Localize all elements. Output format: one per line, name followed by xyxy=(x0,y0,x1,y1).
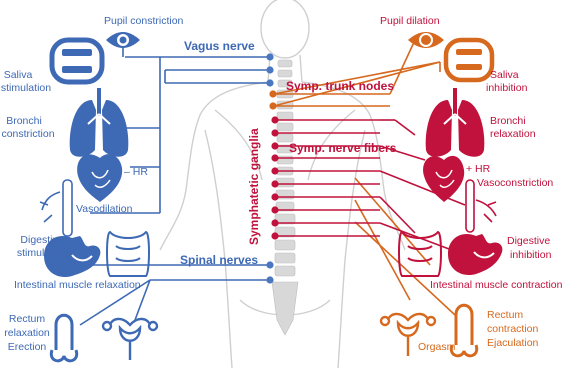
rectum-label-line2: contraction xyxy=(487,323,539,335)
intestinal-relaxation-label: Intestinal muscle relaxation xyxy=(14,279,141,291)
digestive-label-line2: inhibition xyxy=(510,249,552,261)
rectum-label-line2: relaxation xyxy=(4,327,50,339)
digestive-label-line1: Digestive xyxy=(20,234,63,246)
blood-vessel-icon xyxy=(40,180,72,236)
eye-icon xyxy=(106,32,140,48)
trunk-node xyxy=(269,90,276,97)
heart-icon xyxy=(77,154,122,202)
vagus-node xyxy=(266,53,273,60)
pupil-constriction-label: Pupil constriction xyxy=(104,15,184,27)
saliva-label-line2: inhibition xyxy=(486,82,528,94)
ejaculation-label: Ejaculation xyxy=(487,337,539,349)
erection-label: Erection xyxy=(8,341,47,353)
heart-rate-label: – HR xyxy=(124,166,148,178)
mouth-icon xyxy=(446,40,492,80)
lungs-icon xyxy=(70,88,129,157)
bronchi-label-line2: constriction xyxy=(1,128,54,140)
spinal-node xyxy=(266,276,273,283)
bronchi-label-line1: Bronchi xyxy=(490,115,526,127)
left-torso-outline xyxy=(205,130,232,368)
uterus-icon xyxy=(103,319,157,360)
right-shoulder-outline xyxy=(302,82,405,250)
saliva-label-line2: stimulation xyxy=(1,82,51,94)
sympathetic-ganglia-label: Symphatetic ganglia xyxy=(247,128,261,245)
digestive-label-line1: Digestive xyxy=(507,235,550,247)
trunk-node xyxy=(269,102,276,109)
right-torso-outline xyxy=(338,130,365,368)
vagus-nerve-label: Vagus nerve xyxy=(184,39,255,53)
heart-icon xyxy=(423,156,464,202)
spinal-node xyxy=(266,261,273,268)
mouth-icon xyxy=(52,40,102,82)
rectum-label-line1: Rectum xyxy=(9,313,45,325)
vasodilation-label: Vasodilation xyxy=(76,203,133,215)
rectum-label-line1: Rectum xyxy=(487,309,523,321)
eye-dilated-icon xyxy=(408,32,444,48)
intestinal-contraction-label: Intestinal muscle contraction xyxy=(430,279,562,291)
pupil-dilation-label: Pupil dilation xyxy=(380,15,440,27)
stomach-icon xyxy=(448,234,502,275)
penis-icon xyxy=(51,315,76,361)
bronchi-label-line2: relaxation xyxy=(490,128,536,140)
digestive-label-line2: stimulation xyxy=(17,247,67,259)
sympathetic-nerve-labels: Symp. trunk nodes Symp. nerve fibers Sym… xyxy=(247,79,397,245)
saliva-label-line1: Saliva xyxy=(4,69,33,81)
saliva-label-line1: Saliva xyxy=(490,69,519,81)
intestine-icon xyxy=(107,232,149,276)
symp-nerve-fibers-label: Symp. nerve fibers xyxy=(289,141,397,155)
orgasm-label: Orgasm xyxy=(418,341,456,353)
vagus-node xyxy=(266,79,273,86)
symp-trunk-nodes-label: Symp. trunk nodes xyxy=(286,79,394,93)
heart-rate-label: + HR xyxy=(466,163,491,175)
vagus-node xyxy=(266,66,273,73)
sympathetic-trunk-nodes xyxy=(269,90,276,109)
bronchi-label-line1: Bronchi xyxy=(6,115,42,127)
spinal-nerves-label: Spinal nerves xyxy=(180,253,258,267)
head-outline xyxy=(261,0,309,58)
lungs-icon xyxy=(426,88,485,157)
vasoconstriction-label: Vasoconstriction xyxy=(477,177,553,189)
